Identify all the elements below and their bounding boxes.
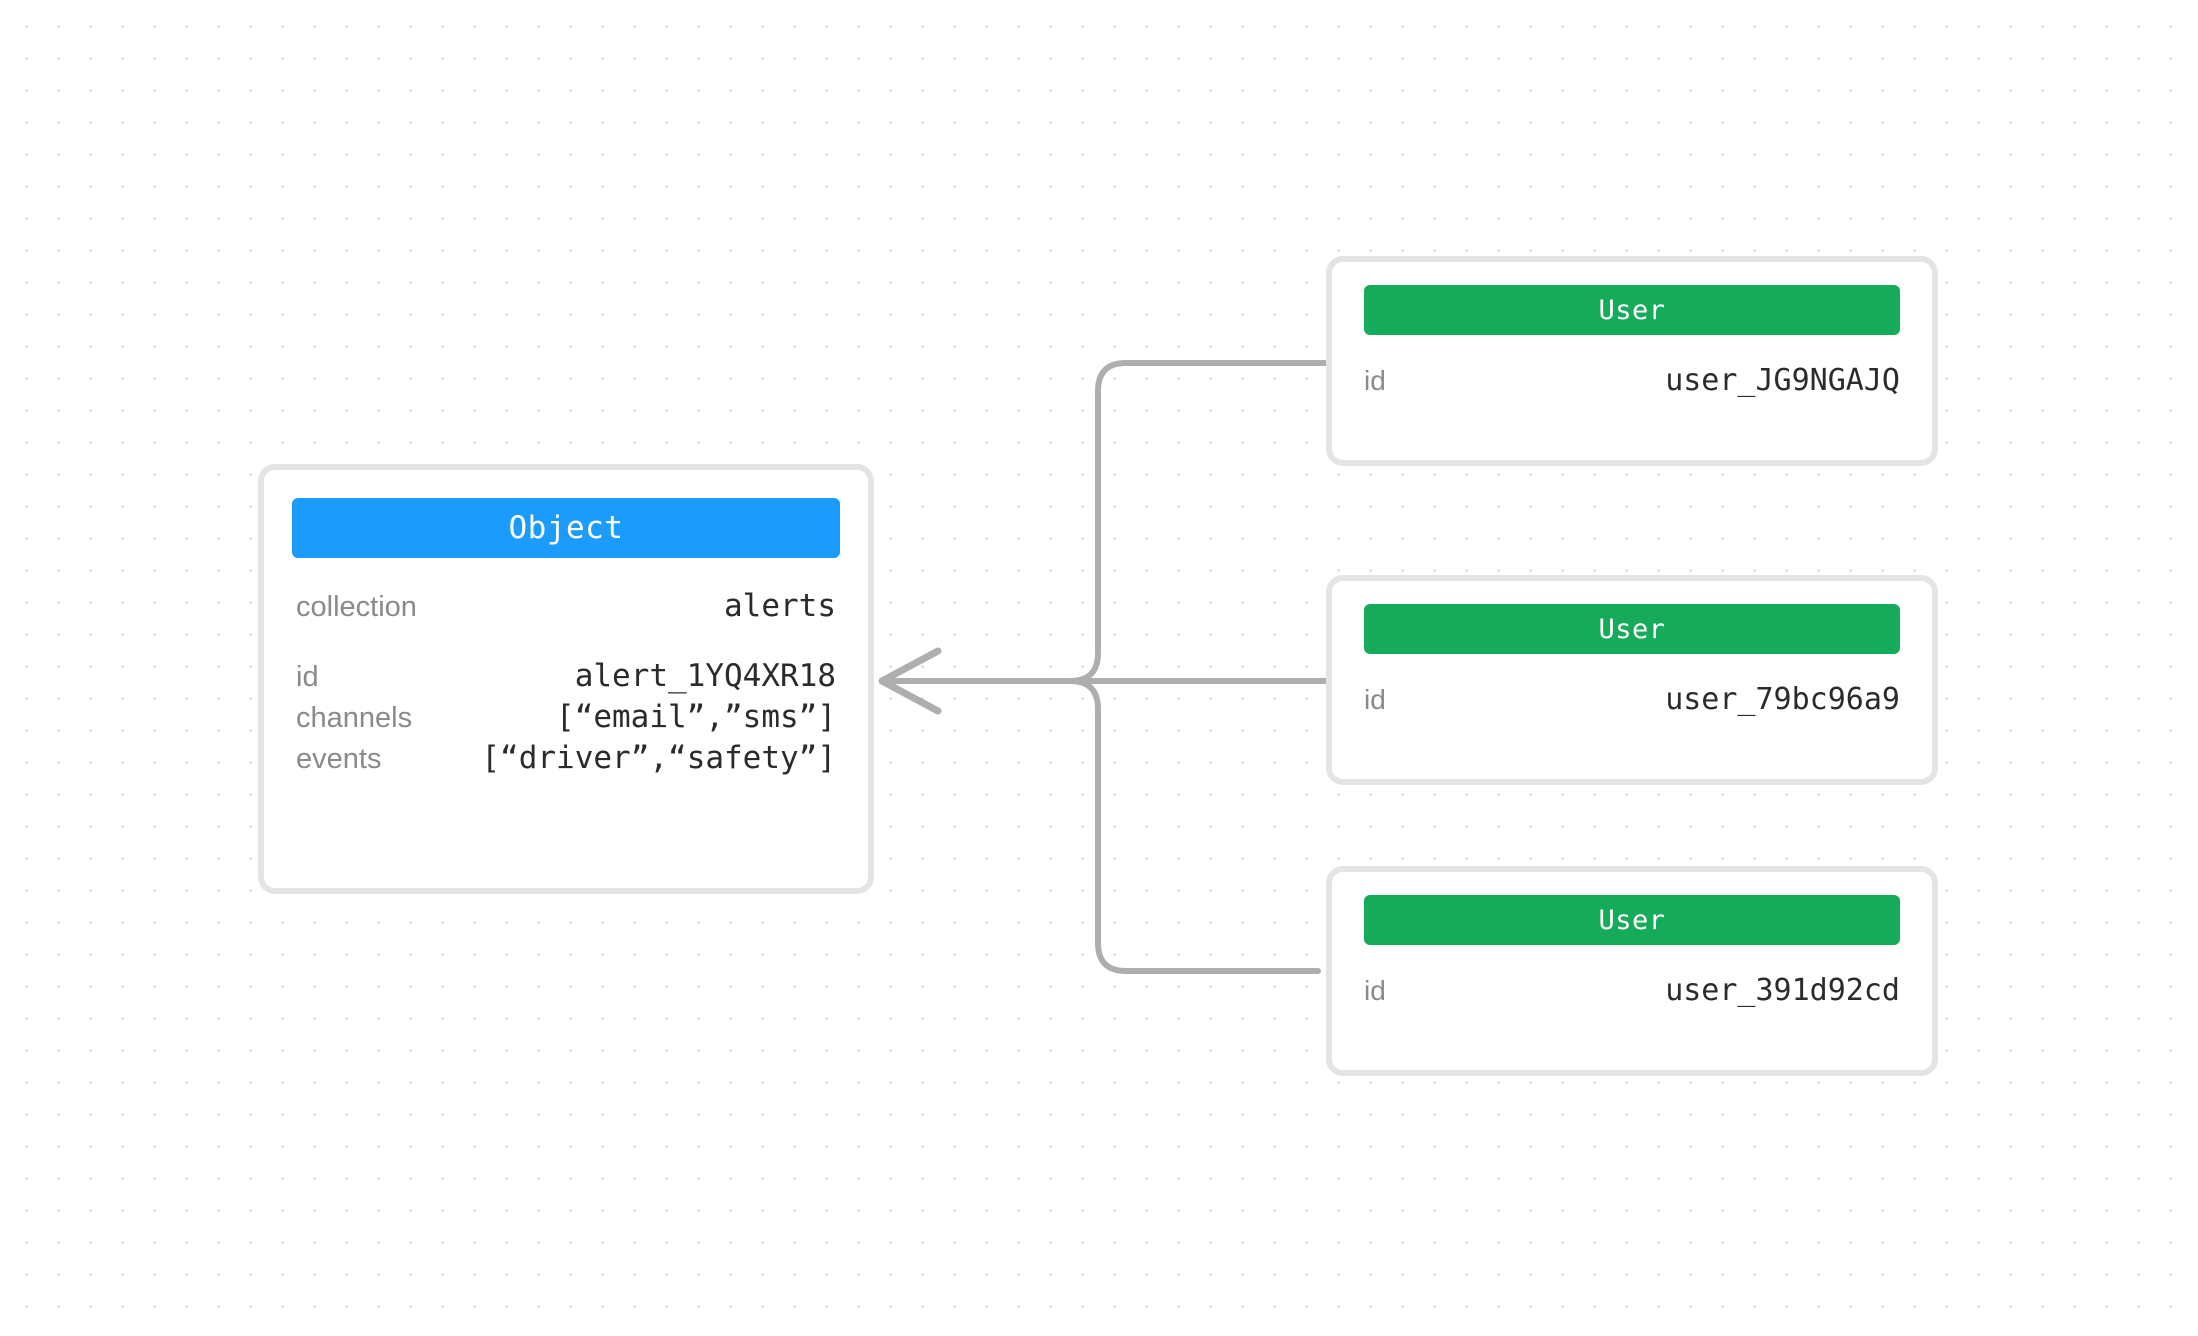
object-node-body: collection alerts id alert_1YQ4XR18 chan… — [284, 558, 848, 781]
object-node-fields: id alert_1YQ4XR18 channels [“email”,”sms… — [296, 658, 836, 781]
field-value-events: [“driver”,“safety”] — [481, 740, 836, 776]
field-value-id: user_JG9NGAJQ — [1665, 363, 1900, 398]
field-label-events: events — [296, 743, 382, 775]
field-value-id: user_391d92cd — [1665, 973, 1900, 1008]
user-node[interactable]: User id user_79bc96a9 — [1326, 575, 1938, 785]
field-label-collection: collection — [296, 591, 417, 623]
user-node-header: User — [1364, 895, 1900, 945]
user-node-header: User — [1364, 285, 1900, 335]
user-node-type-label: User — [1598, 613, 1666, 645]
field-label-id: id — [296, 661, 319, 693]
field-label-id: id — [1364, 684, 1386, 715]
object-node-primary-fields: collection alerts — [296, 588, 836, 624]
field-row-id: id user_JG9NGAJQ — [1364, 363, 1900, 398]
field-value-id: user_79bc96a9 — [1665, 682, 1900, 717]
user-node-type-label: User — [1598, 904, 1666, 936]
object-node[interactable]: Object collection alerts id alert_1YQ4XR… — [258, 464, 874, 894]
user-node-body: id user_79bc96a9 — [1346, 654, 1918, 717]
object-node-type-label: Object — [508, 510, 624, 546]
connector-user-2 — [897, 678, 1321, 974]
user-node-header: User — [1364, 604, 1900, 654]
field-label-channels: channels — [296, 702, 413, 734]
field-row-collection: collection alerts — [296, 588, 836, 624]
field-label-id: id — [1364, 365, 1386, 396]
field-label-id: id — [1364, 975, 1386, 1006]
user-node[interactable]: User id user_391d92cd — [1326, 866, 1938, 1076]
field-row-events: events [“driver”,“safety”] — [296, 740, 836, 776]
field-row-id: id alert_1YQ4XR18 — [296, 658, 836, 694]
user-node-body: id user_JG9NGAJQ — [1346, 335, 1918, 398]
user-node-type-label: User — [1598, 294, 1666, 326]
field-row-channels: channels [“email”,”sms”] — [296, 699, 836, 735]
field-value-channels: [“email”,”sms”] — [556, 699, 836, 735]
field-row-id: id user_391d92cd — [1364, 973, 1900, 1008]
field-row-id: id user_79bc96a9 — [1364, 682, 1900, 717]
object-node-header: Object — [292, 498, 840, 558]
field-value-collection: alerts — [724, 588, 836, 624]
arrowhead-icon — [878, 647, 942, 715]
field-value-id: alert_1YQ4XR18 — [574, 658, 836, 694]
user-node[interactable]: User id user_JG9NGAJQ — [1326, 256, 1938, 466]
user-node-body: id user_391d92cd — [1346, 945, 1918, 1008]
connector-user-0 — [897, 360, 1329, 684]
